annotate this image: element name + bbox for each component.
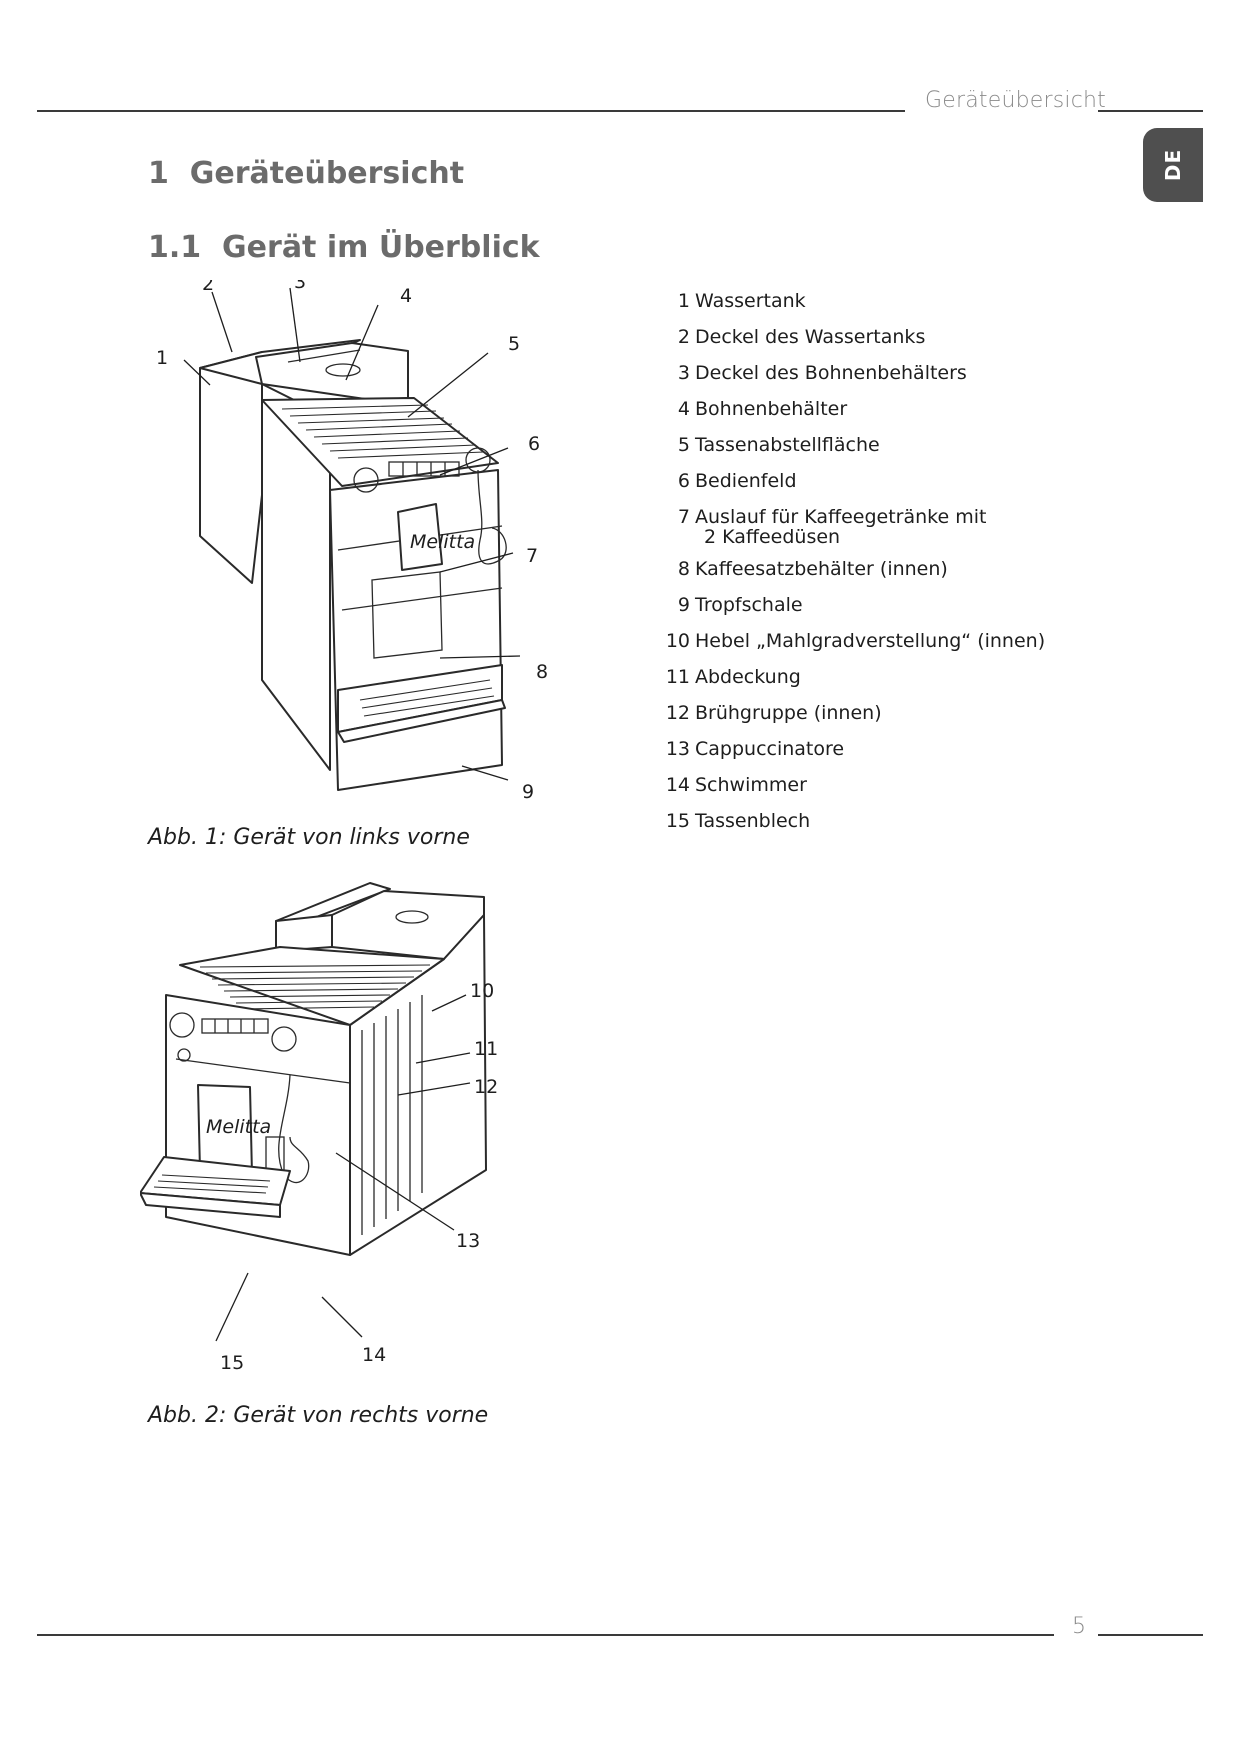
callout-6: 6 bbox=[528, 433, 540, 455]
callout-9: 9 bbox=[522, 781, 534, 803]
callout-5: 5 bbox=[508, 333, 520, 355]
callout-2: 2 bbox=[202, 280, 214, 295]
heading-2-title: Gerät im Überblick bbox=[222, 230, 540, 265]
callout-11: 11 bbox=[474, 1038, 498, 1060]
callout-10: 10 bbox=[470, 980, 494, 1002]
figure-2-illustration: Melitta 10 11 12 13 14 15 bbox=[140, 882, 498, 1374]
heading-2: 1.1 Gerät im Überblick bbox=[148, 230, 540, 265]
melitta-logo-2: Melitta bbox=[206, 1116, 271, 1138]
callout-4: 4 bbox=[400, 285, 412, 307]
page-number: 5 bbox=[1072, 1614, 1087, 1639]
figure-1-illustration: Melitta 1 2 3 4 5 6 7 8 9 bbox=[156, 280, 548, 803]
grill-lines bbox=[281, 404, 485, 459]
footer-rule-left bbox=[37, 1634, 1054, 1636]
running-header: Geräteübersicht bbox=[925, 88, 1106, 113]
figure-2-caption: Abb. 2: Gerät von rechts vorne bbox=[148, 1403, 489, 1428]
heading-1-title: Geräteübersicht bbox=[189, 156, 465, 191]
callout-14: 14 bbox=[362, 1344, 386, 1366]
callout-8: 8 bbox=[536, 661, 548, 683]
melitta-logo-1: Melitta bbox=[410, 531, 475, 553]
callout-1: 1 bbox=[156, 347, 168, 369]
figure-1-caption: Abb. 1: Gerät von links vorne bbox=[148, 825, 470, 850]
callout-15: 15 bbox=[220, 1352, 244, 1374]
footer-rule-right bbox=[1098, 1634, 1203, 1636]
callout-3: 3 bbox=[294, 280, 306, 293]
heading-1: 1 Geräteübersicht bbox=[148, 156, 464, 191]
heading-1-number: 1 bbox=[148, 156, 169, 191]
header-rule-left bbox=[37, 110, 905, 112]
header-rule-right bbox=[1098, 110, 1203, 112]
callout-13: 13 bbox=[456, 1230, 480, 1252]
callout-7: 7 bbox=[526, 545, 538, 567]
language-tab: DE bbox=[1143, 128, 1203, 202]
heading-2-number: 1.1 bbox=[148, 230, 202, 265]
callout-12: 12 bbox=[474, 1076, 498, 1098]
